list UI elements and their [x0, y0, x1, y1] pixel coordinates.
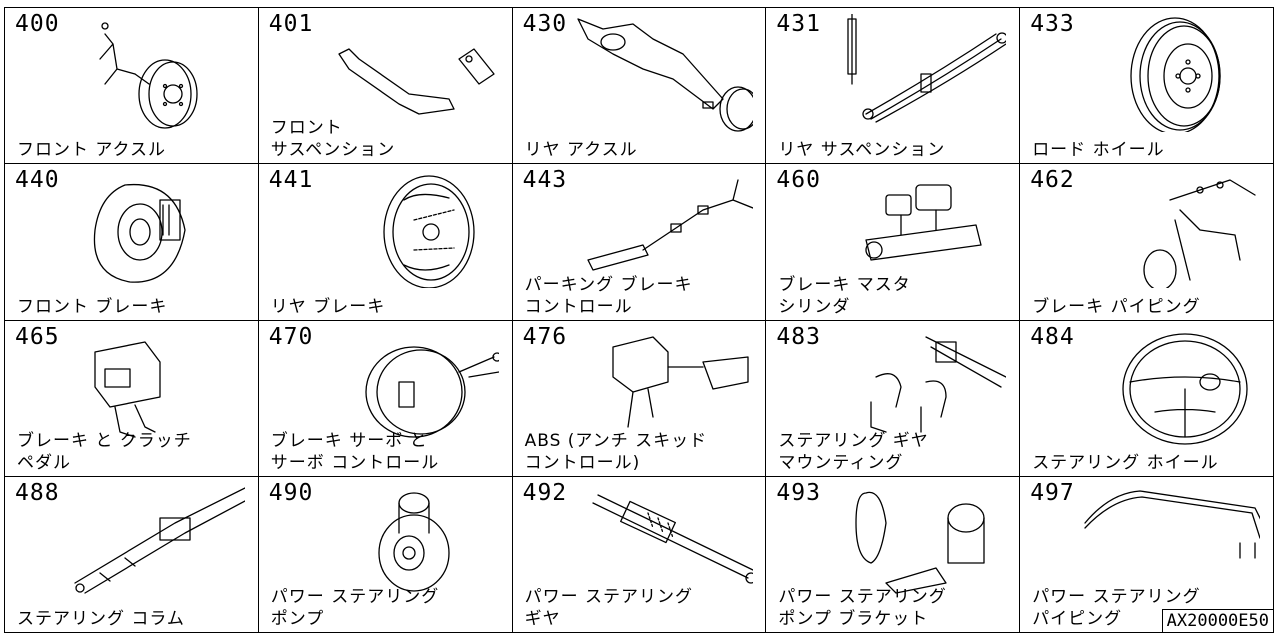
front-suspension-icon — [319, 14, 499, 132]
category-code: 430 — [522, 11, 568, 37]
category-cell[interactable]: 462 ブレーキ パイピング — [1020, 164, 1274, 321]
category-code: 488 — [15, 479, 60, 506]
abs-unit-icon — [573, 327, 753, 445]
master-cylinder-icon — [826, 170, 1006, 288]
category-label: フロント サスペンション — [270, 118, 396, 161]
category-code: 443 — [522, 167, 568, 194]
category-code: 497 — [1030, 479, 1075, 506]
category-cell[interactable]: 431 リヤ サスペンション — [766, 8, 1021, 165]
category-cell[interactable]: 497 パワー ステアリング パイピング — [1020, 476, 1274, 633]
category-label: ブレーキ パイピング — [1032, 296, 1201, 317]
pedal-icon — [65, 327, 245, 445]
category-cell[interactable]: 443 パーキング ブレーキ コントロール — [512, 164, 767, 321]
road-wheel-icon — [1080, 14, 1260, 132]
category-code: 400 — [15, 11, 60, 37]
ps-piping-icon — [1080, 483, 1260, 601]
category-label: パワー ステアリング パイピング — [1032, 587, 1201, 629]
category-label: ステアリング コラム — [17, 609, 185, 629]
rear-axle-icon — [573, 14, 753, 132]
category-label: ブレーキ マスタ シリンダ — [778, 274, 911, 317]
category-code: 470 — [268, 323, 314, 350]
category-label: リヤ アクスル — [524, 140, 638, 161]
category-cell[interactable]: 430 リヤ アクスル — [512, 8, 767, 165]
category-cell[interactable]: 401 フロント サスペンション — [258, 8, 513, 165]
rear-brake-icon — [319, 170, 499, 288]
steering-wheel-icon — [1080, 327, 1260, 445]
category-code: 476 — [522, 323, 568, 350]
category-label: ABS (アンチ スキッド コントロール) — [524, 430, 708, 473]
category-cell[interactable]: 476 ABS (アンチ スキッド コントロール) — [512, 320, 767, 477]
category-label: パーキング ブレーキ コントロール — [524, 274, 693, 317]
category-cell[interactable]: 493 パワー ステアリング ポンプ ブラケット — [766, 476, 1021, 633]
category-label: ブレーキ サーボ と サーボ コントロール — [270, 430, 440, 473]
category-code: 492 — [522, 479, 568, 506]
category-cell[interactable]: 483 ステアリング ギヤ マウンティング — [766, 320, 1021, 477]
category-cell[interactable]: 465 ブレーキ と クラッチ ペダル — [5, 320, 259, 477]
category-label: フロント アクスル — [17, 140, 167, 161]
front-brake-icon — [65, 170, 245, 288]
category-code: 401 — [268, 11, 314, 37]
pump-bracket-icon — [826, 483, 1006, 601]
category-cell[interactable]: 492 パワー ステアリング ギヤ — [512, 476, 767, 633]
category-cell[interactable]: 484 ステアリング ホイール — [1020, 320, 1274, 477]
category-label: フロント ブレーキ — [17, 296, 168, 317]
category-label: パワー ステアリング ギヤ — [524, 587, 693, 629]
steering-mount-icon — [826, 327, 1006, 445]
steering-column-icon — [65, 483, 245, 601]
steering-gear-icon — [573, 483, 753, 601]
category-cell[interactable]: 490 パワー ステアリング ポンプ — [258, 476, 513, 633]
category-cell[interactable]: 400 フロント アクスル — [5, 8, 259, 165]
category-code: 433 — [1030, 11, 1075, 37]
category-code: 462 — [1030, 167, 1075, 194]
category-label: パワー ステアリング ポンプ — [270, 587, 440, 629]
category-code: 465 — [15, 323, 60, 350]
category-code: 431 — [776, 11, 821, 37]
category-cell[interactable]: 470 ブレーキ サーボ と サーボ コントロール — [258, 320, 513, 477]
category-cell[interactable]: 433 ロード ホイール — [1020, 8, 1274, 165]
category-cell[interactable]: 488 ステアリング コラム — [5, 476, 259, 633]
category-label: ブレーキ と クラッチ ペダル — [17, 430, 192, 473]
category-cell[interactable]: 441 リヤ ブレーキ — [258, 164, 513, 321]
ps-pump-icon — [319, 483, 499, 601]
category-cell[interactable]: 440 フロント ブレーキ — [5, 164, 259, 321]
category-code: 483 — [776, 323, 821, 350]
category-cell[interactable]: 460 ブレーキ マスタ シリンダ — [766, 164, 1021, 321]
diagram-reference-code: AX20000E50 — [1161, 609, 1274, 633]
rear-suspension-icon — [826, 14, 1006, 132]
front-axle-icon — [65, 14, 245, 132]
parking-brake-icon — [573, 170, 753, 288]
category-label: ロード ホイール — [1032, 140, 1165, 161]
category-code: 460 — [776, 167, 821, 194]
brake-piping-icon — [1080, 170, 1260, 288]
category-code: 493 — [776, 479, 821, 506]
brake-servo-icon — [319, 327, 499, 445]
category-label: ステアリング ホイール — [1032, 452, 1219, 473]
category-code: 441 — [268, 167, 314, 194]
category-code: 484 — [1030, 323, 1075, 350]
category-code: 440 — [15, 167, 60, 194]
category-label: パワー ステアリング ポンプ ブラケット — [778, 587, 947, 629]
category-label: ステアリング ギヤ マウンティング — [778, 430, 929, 473]
category-label: リヤ ブレーキ — [270, 296, 386, 317]
category-code: 490 — [268, 479, 314, 506]
category-label: リヤ サスペンション — [778, 140, 946, 161]
